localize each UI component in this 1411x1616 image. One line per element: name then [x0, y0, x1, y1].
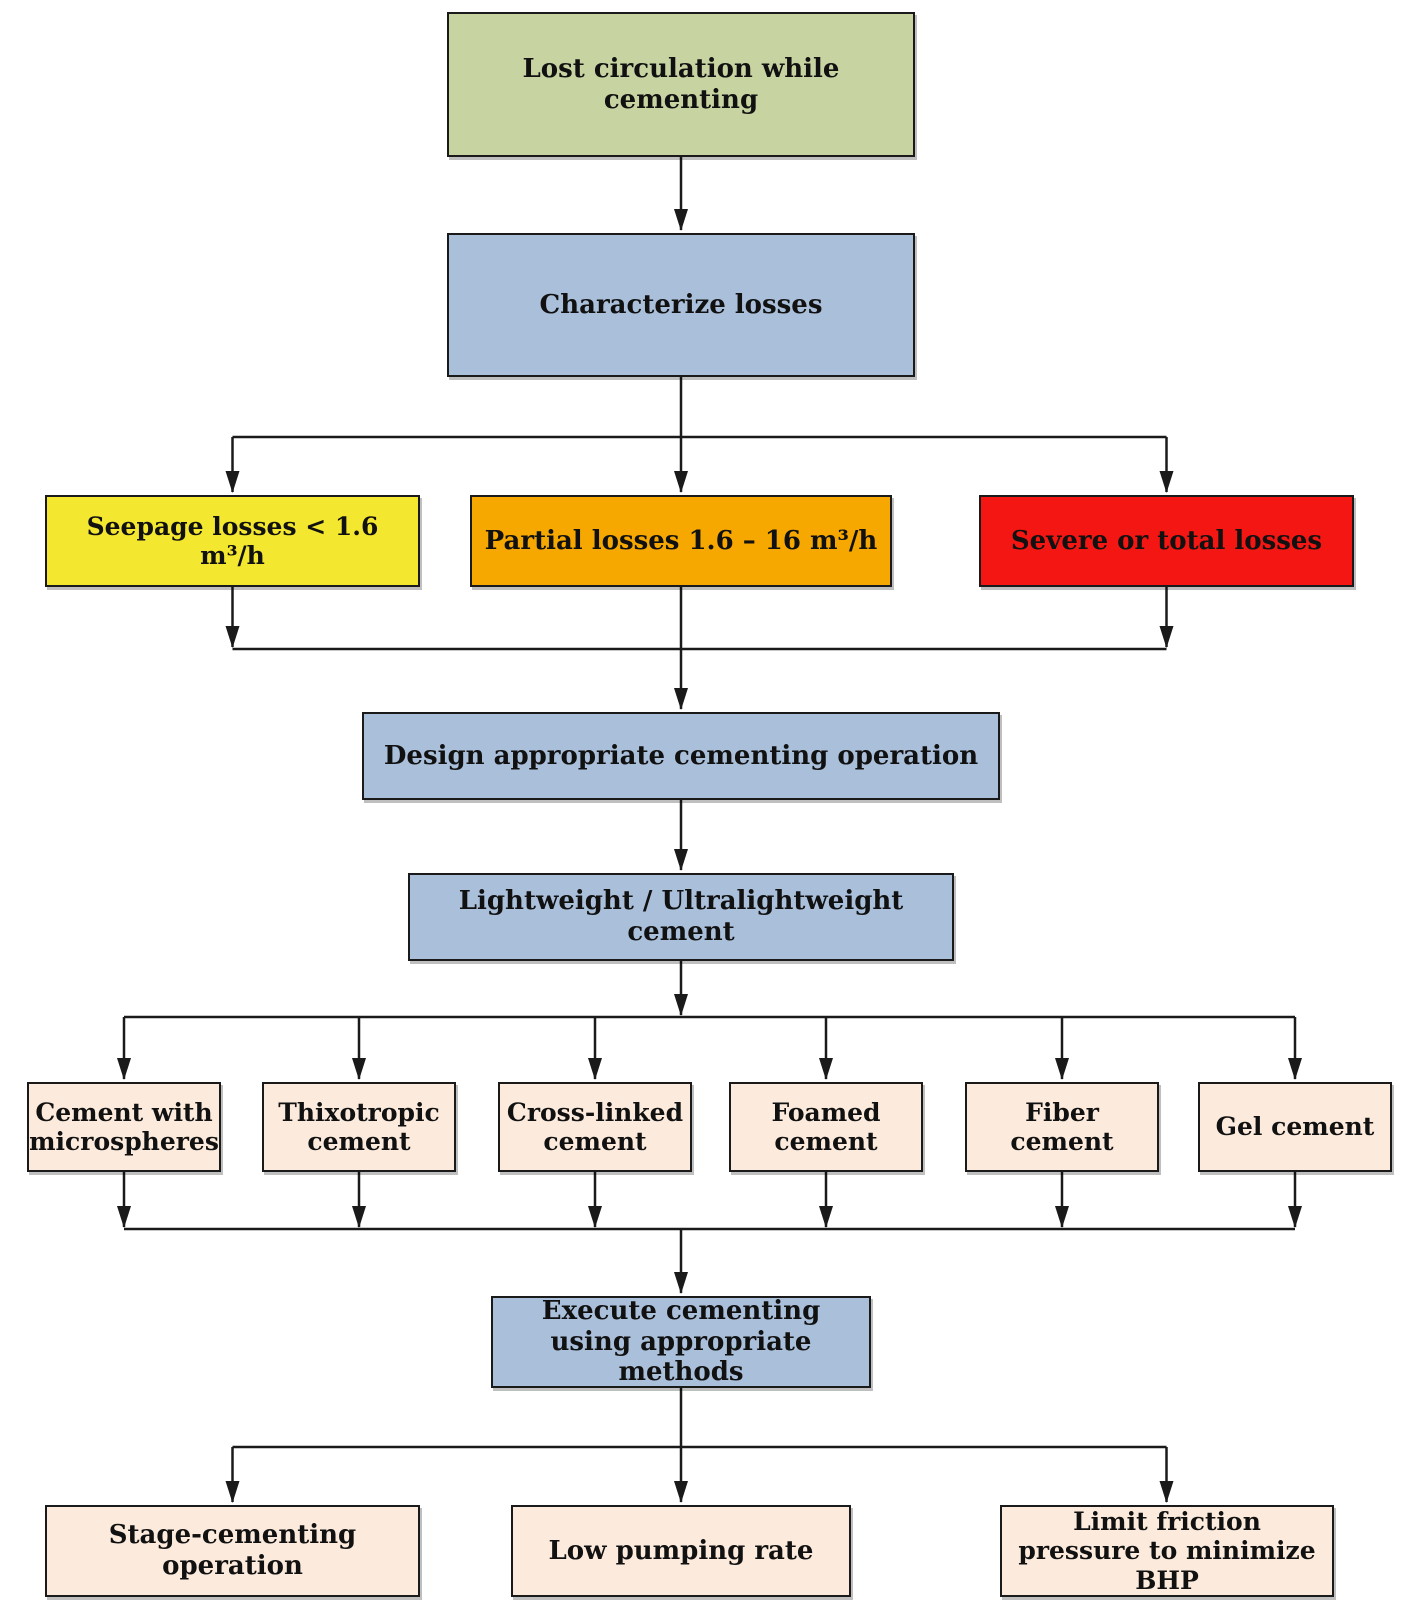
node-design-operation: Design appropriate cementing operation — [362, 712, 1000, 800]
node-foamed-cement-label: Foamed cement — [771, 1097, 881, 1157]
node-execute-cementing: Execute cementing using appropriate meth… — [491, 1296, 871, 1388]
node-thixotropic-cement: Thixotropic cement — [262, 1082, 456, 1172]
node-thixotropic-cement-label: Thixotropic cement — [278, 1097, 440, 1157]
node-gel-cement: Gel cement — [1198, 1082, 1392, 1172]
node-seepage-losses: Seepage losses < 1.6 m³/h — [45, 495, 420, 587]
node-fiber-cement-label: Fiber cement — [1010, 1097, 1114, 1157]
node-cross-linked-cement: Cross-linked cement — [498, 1082, 692, 1172]
merge-loss-types-to-design — [225, 587, 1174, 710]
node-fiber-cement: Fiber cement — [965, 1082, 1159, 1172]
branch-to-loss-types — [225, 377, 1174, 493]
node-lightweight-cement-label: Lightweight / Ultralightweight cement — [458, 886, 904, 947]
node-gel-cement-label: Gel cement — [1215, 1112, 1375, 1142]
node-low-pumping-rate-label: Low pumping rate — [548, 1535, 814, 1566]
node-severe-losses: Severe or total losses — [979, 495, 1354, 587]
node-cement-with-microspheres-label: Cement with microspheres — [29, 1097, 219, 1157]
node-partial-losses-label: Partial losses 1.6 – 16 m³/h — [484, 525, 878, 556]
node-limit-friction-pressure-label: Limit friction pressure to minimize BHP — [1018, 1506, 1316, 1595]
branch-to-cement-options — [117, 961, 1302, 1080]
node-lost-circulation-label: Lost circulation while cementing — [522, 53, 840, 115]
merge-cement-options-to-execute — [117, 1172, 1302, 1294]
node-stage-cementing: Stage-cementing operation — [45, 1505, 420, 1597]
node-seepage-losses-label: Seepage losses < 1.6 m³/h — [86, 511, 379, 571]
node-partial-losses: Partial losses 1.6 – 16 m³/h — [470, 495, 892, 587]
node-limit-friction-pressure: Limit friction pressure to minimize BHP — [1000, 1505, 1334, 1597]
node-severe-losses-label: Severe or total losses — [1010, 525, 1323, 556]
node-design-operation-label: Design appropriate cementing operation — [383, 740, 979, 771]
node-lost-circulation: Lost circulation while cementing — [447, 12, 915, 157]
node-stage-cementing-label: Stage-cementing operation — [108, 1520, 357, 1581]
node-characterize-losses-label: Characterize losses — [539, 289, 823, 320]
node-low-pumping-rate: Low pumping rate — [511, 1505, 851, 1597]
node-lightweight-cement: Lightweight / Ultralightweight cement — [408, 873, 954, 961]
node-execute-cementing-label: Execute cementing using appropriate meth… — [541, 1296, 821, 1388]
node-foamed-cement: Foamed cement — [729, 1082, 923, 1172]
node-characterize-losses: Characterize losses — [447, 233, 915, 377]
node-cement-with-microspheres: Cement with microspheres — [27, 1082, 221, 1172]
branch-to-execution-methods — [225, 1388, 1174, 1503]
node-cross-linked-cement-label: Cross-linked cement — [506, 1097, 684, 1157]
